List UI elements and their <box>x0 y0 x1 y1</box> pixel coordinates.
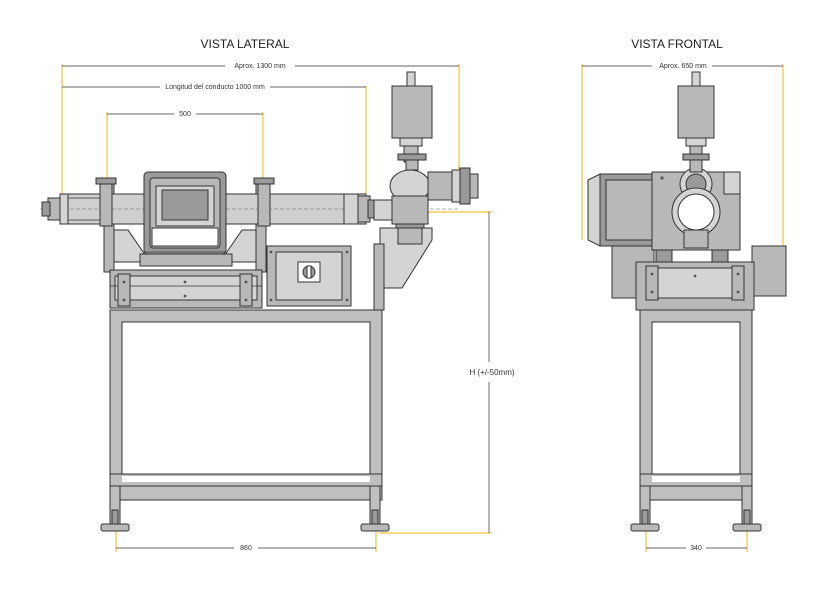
frontal-view: Aprox. 650 mm 340 <box>581 63 787 552</box>
height-label: H (+/-50mm) <box>469 368 514 377</box>
lateral-view: Aprox. 1300 mm Longitud del conducto 100… <box>40 63 515 552</box>
dimension-frontal-base: 340 <box>645 530 748 552</box>
detector-bracket <box>103 183 267 309</box>
frontal-view-title: VISTA FRONTAL <box>631 37 723 51</box>
dimension-conduit-length: Longitud del conducto 1000 mm <box>62 84 367 200</box>
dimension-lateral-base: 860 <box>115 530 377 552</box>
frontal-support-frame <box>630 309 762 532</box>
frontal-width-label: Aprox. 650 mm <box>659 63 707 70</box>
lateral-view-title: VISTA LATERAL <box>201 37 290 51</box>
dimension-flange-spacing: 500 <box>106 111 264 180</box>
discharge-chute <box>373 227 433 311</box>
dimension-frontal-width: Aprox. 650 mm <box>581 63 784 246</box>
flange-spacing-label: 500 <box>179 111 191 118</box>
metal-detector-head <box>143 171 227 255</box>
frontal-housing <box>587 71 787 311</box>
reject-valve-assembly <box>373 71 479 231</box>
control-box <box>266 245 352 307</box>
dimension-height: H (+/-50mm) <box>380 211 515 534</box>
conduit-length-label: Longitud del conducto 1000 mm <box>165 84 265 91</box>
dimension-total-length: Aprox. 1300 mm <box>61 63 460 215</box>
frontal-base-label: 340 <box>690 545 702 552</box>
support-frame <box>100 309 390 532</box>
total-length-label: Aprox. 1300 mm <box>234 63 286 70</box>
lateral-base-label: 860 <box>240 545 252 552</box>
